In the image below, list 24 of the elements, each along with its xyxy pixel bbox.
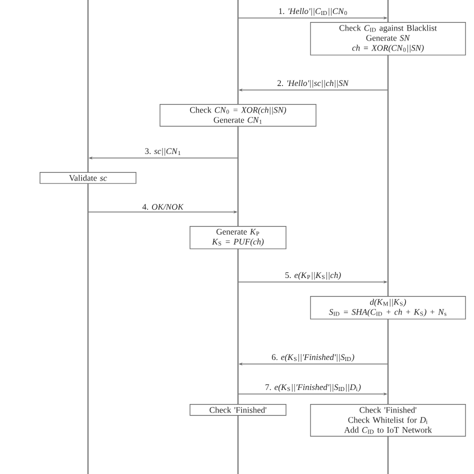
process-box: d(K$_{M}$||K$_{S}$) S$_{ID}$ = SHA(C$_{ID}$ + ch + K$_{S}$) + N$_{s}$ — [310, 296, 466, 320]
process-box: Check 'Finished' — [190, 404, 286, 416]
edge-label: 5. e(K$_{P}$||K$_{S}$||ch) — [284, 271, 342, 281]
process-box: Generate K$_{P}$ K$_{S}$ = PUF(ch) — [190, 226, 286, 250]
process-box: Check 'Finished' Check Whitelist for D$_{i}$ Add C$_{ID}$ to IoT Network — [310, 404, 466, 437]
lifeline — [387, 436, 389, 474]
lifeline — [237, 249, 239, 404]
lifeline — [87, 184, 89, 474]
edge-label: 7. e(K$_{S}$||'Finished'||S$_{ID}$||D$_{i}$) — [264, 383, 362, 393]
lifeline — [237, 416, 239, 474]
process-box: Check CN$_{0}$ = XOR(ch||SN) Generate CN$_{1}$ — [160, 104, 316, 127]
edge-label: 2. 'Hello'||sc||ch||SN — [276, 79, 350, 89]
lifeline — [237, 126, 239, 226]
edge-label: 4. OK/NOK — [141, 203, 185, 211]
edge-label: 1. 'Hello'||C$_{ID}$||CN$_{0}$ — [277, 7, 349, 17]
lifeline — [387, 55, 389, 296]
process-box: Validate sc — [40, 172, 136, 184]
lifeline — [237, 0, 239, 104]
lifeline — [87, 0, 89, 172]
lifeline — [387, 0, 389, 22]
edge-label: 6. e(K$_{S}$||'Finished'||S$_{ID}$) — [270, 353, 356, 363]
lifeline — [387, 319, 389, 404]
process-box: Check C$_{ID}$ against Blacklist Generate SN ch = XOR(CN$_{0}$||SN) — [310, 22, 466, 56]
edge-label: 3. sc||CN$_{1}$ — [144, 147, 182, 157]
